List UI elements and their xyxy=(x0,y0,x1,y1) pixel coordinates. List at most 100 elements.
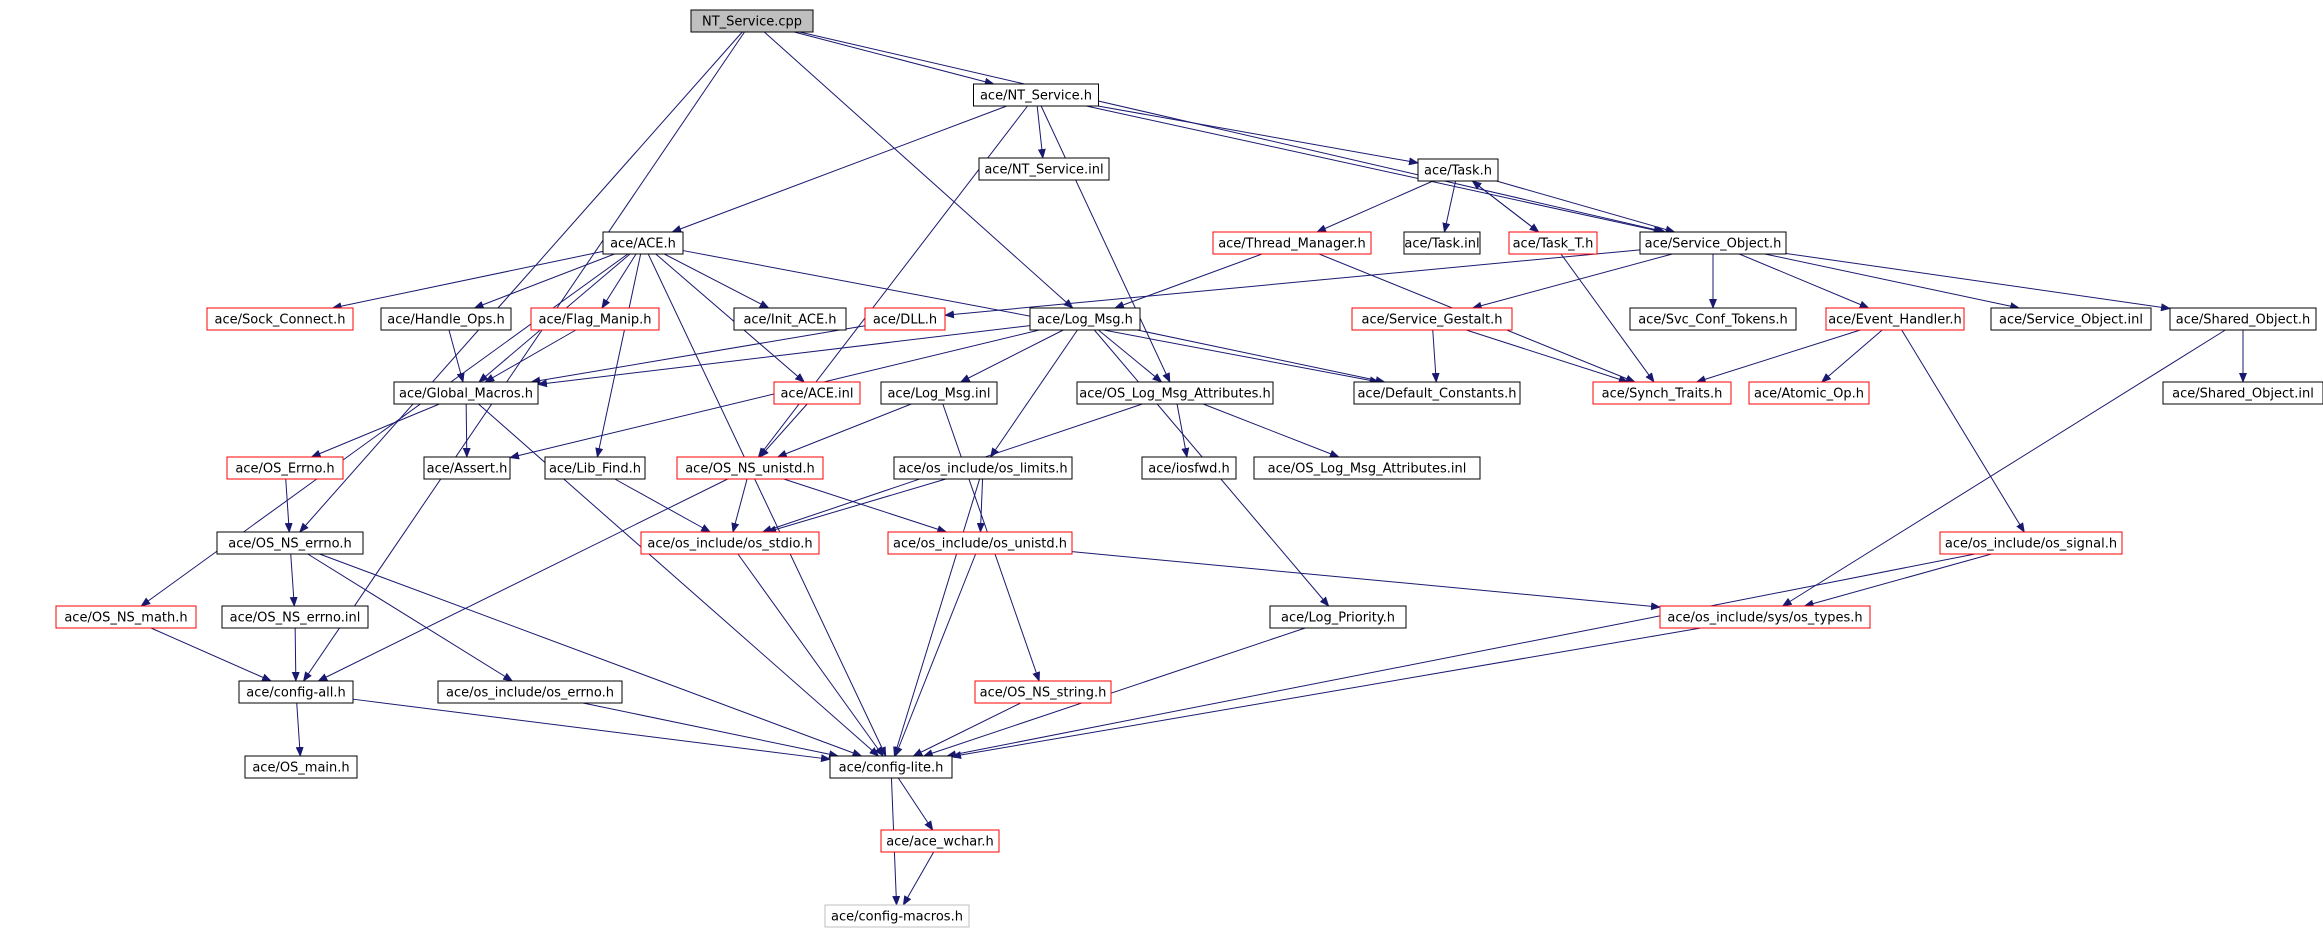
node-os_ns_errno_h[interactable]: ace/OS_NS_errno.h xyxy=(216,531,364,555)
node-synch_traits_h[interactable]: ace/Synch_Traits.h xyxy=(1592,381,1732,405)
node-box xyxy=(893,456,1073,480)
edge-log_msg_inl-to-os_ns_unistd_h xyxy=(776,403,912,458)
node-iosfwd_h[interactable]: ace/iosfwd.h xyxy=(1141,456,1237,480)
edge-os_log_msg_attributes_h-to-os_log_msg_attributes_inl xyxy=(1202,403,1340,458)
node-os_log_msg_attributes_inl[interactable]: ace/OS_Log_Msg_Attributes.inl xyxy=(1253,456,1481,480)
node-box xyxy=(880,829,1000,853)
edge-log_msg_h-to-log_msg_inl xyxy=(959,329,1064,383)
node-os_stdio_h[interactable]: ace/os_include/os_stdio.h xyxy=(640,531,820,555)
edge-service_gestalt_h-to-default_constants_h xyxy=(1431,329,1440,383)
edge-nt_service_h-to-os_log_msg_attributes_h xyxy=(1040,105,1171,383)
node-nt_service_inl[interactable]: ace/NT_Service.inl xyxy=(978,157,1110,181)
node-label: ace/OS_Log_Msg_Attributes.h xyxy=(1079,387,1270,402)
node-label: ace/Shared_Object.inl xyxy=(2172,387,2314,402)
node-log_msg_h[interactable]: ace/Log_Msg.h xyxy=(1029,307,1141,331)
node-box xyxy=(773,381,861,405)
node-svc_conf_tokens_h[interactable]: ace/Svc_Conf_Tokens.h xyxy=(1629,307,1797,331)
node-box xyxy=(690,9,814,33)
node-thread_manager_h[interactable]: ace/Thread_Manager.h xyxy=(1212,231,1372,255)
node-nt_service_h[interactable]: ace/NT_Service.h xyxy=(973,83,1099,107)
node-assert_h[interactable]: ace/Assert.h xyxy=(423,456,511,480)
edge-service_object_h-to-service_gestalt_h xyxy=(1471,253,1673,310)
edge-event_handler_h-to-synch_traits_h xyxy=(1695,329,1861,384)
node-ace_h[interactable]: ace/ACE.h xyxy=(602,231,684,255)
node-log_priority_h[interactable]: ace/Log_Priority.h xyxy=(1269,605,1407,629)
node-sock_connect_h[interactable]: ace/Sock_Connect.h xyxy=(206,307,354,331)
node-nt_service_cpp[interactable]: NT_Service.cpp xyxy=(690,9,814,33)
node-os_types_h[interactable]: ace/os_include/sys/os_types.h xyxy=(1659,605,1871,629)
node-box xyxy=(1990,307,2152,331)
node-service_gestalt_h[interactable]: ace/Service_Gestalt.h xyxy=(1351,307,1513,331)
edge-log_msg_h-to-os_log_msg_attributes_h xyxy=(1098,329,1163,383)
node-global_macros_h[interactable]: ace/Global_Macros.h xyxy=(393,381,539,405)
node-log_msg_inl[interactable]: ace/Log_Msg.inl xyxy=(880,381,998,405)
node-os_main_h[interactable]: ace/OS_main.h xyxy=(244,755,358,779)
node-task_h[interactable]: ace/Task.h xyxy=(1417,158,1499,182)
edge-os_ns_errno_h-to-config_lite_h xyxy=(319,553,863,757)
node-box xyxy=(55,605,197,629)
edge-os_ns_math_h-to-config_all_h xyxy=(150,627,272,682)
node-config_macros_h[interactable]: ace/config-macros.h xyxy=(824,904,970,928)
node-ace_wchar_h[interactable]: ace/ace_wchar.h xyxy=(880,829,1000,853)
node-shared_object_inl[interactable]: ace/Shared_Object.inl xyxy=(2162,381,2323,405)
node-handle_ops_h[interactable]: ace/Handle_Ops.h xyxy=(380,307,512,331)
edge-os_limits_h-to-os_unistd_h xyxy=(976,478,985,533)
node-os_ns_math_h[interactable]: ace/OS_NS_math.h xyxy=(55,605,197,629)
node-task_t_h[interactable]: ace/Task_T.h xyxy=(1508,231,1598,255)
node-box xyxy=(380,307,512,331)
node-label: ace/ace_wchar.h xyxy=(886,835,994,850)
node-label: ace/Default_Constants.h xyxy=(1357,387,1516,402)
node-os_signal_h[interactable]: ace/os_include/os_signal.h xyxy=(1939,531,2123,555)
node-ace_inl[interactable]: ace/ACE.inl xyxy=(773,381,861,405)
node-os_ns_unistd_h[interactable]: ace/OS_NS_unistd.h xyxy=(676,456,824,480)
node-config_lite_h[interactable]: ace/config-lite.h xyxy=(829,755,953,779)
node-label: ace/OS_main.h xyxy=(252,761,349,776)
node-shared_object_h[interactable]: ace/Shared_Object.h xyxy=(2169,307,2317,331)
node-box xyxy=(733,307,847,331)
node-dll_h[interactable]: ace/DLL.h xyxy=(864,307,946,331)
node-box xyxy=(602,231,684,255)
node-box xyxy=(1417,158,1499,182)
node-os_unistd_h[interactable]: ace/os_include/os_unistd.h xyxy=(887,531,1073,555)
node-os_errno_inc_h[interactable]: ace/os_include/os_errno.h xyxy=(437,680,623,704)
node-os_ns_errno_inl[interactable]: ace/OS_NS_errno.inl xyxy=(221,605,369,629)
node-config_all_h[interactable]: ace/config-all.h xyxy=(238,680,354,704)
node-atomic_op_h[interactable]: ace/Atomic_Op.h xyxy=(1748,381,1870,405)
node-os_errno_h[interactable]: ace/OS_Errno.h xyxy=(226,456,344,480)
node-box xyxy=(244,755,358,779)
node-service_object_inl[interactable]: ace/Service_Object.inl xyxy=(1990,307,2152,331)
edge-task_t_h-to-task_h xyxy=(1471,180,1539,233)
node-label: ace/NT_Service.inl xyxy=(984,163,1103,178)
node-label: ace/Service_Object.inl xyxy=(1999,313,2143,328)
node-os_log_msg_attributes_h[interactable]: ace/OS_Log_Msg_Attributes.h xyxy=(1076,381,1274,405)
node-label: ace/os_include/os_errno.h xyxy=(446,686,614,701)
edge-global_macros_h-to-os_errno_h xyxy=(310,403,440,458)
node-label: ace/OS_Log_Msg_Attributes.inl xyxy=(1268,462,1467,477)
node-box xyxy=(216,531,364,555)
node-task_inl[interactable]: ace/Task.inl xyxy=(1403,231,1481,255)
node-flag_manip_h[interactable]: ace/Flag_Manip.h xyxy=(530,307,660,331)
edge-ace_wchar_h-to-config_macros_h xyxy=(902,851,935,906)
node-label: ace/Assert.h xyxy=(427,462,508,477)
node-lib_find_h[interactable]: ace/Lib_Find.h xyxy=(544,456,646,480)
node-box xyxy=(1508,231,1598,255)
edge-nt_service_h-to-ace_h xyxy=(671,105,1007,233)
edge-config_lite_h-to-ace_wchar_h xyxy=(897,777,934,831)
node-init_ace_h[interactable]: ace/Init_ACE.h xyxy=(733,307,847,331)
edge-os_ns_unistd_h-to-os_stdio_h xyxy=(731,478,748,533)
node-layer: NT_Service.cpp ace/NT_Service.h ace/NT_Ser… xyxy=(55,9,2323,928)
node-service_object_h[interactable]: ace/Service_Object.h xyxy=(1639,231,1787,255)
node-default_constants_h[interactable]: ace/Default_Constants.h xyxy=(1353,381,1521,405)
node-box xyxy=(887,531,1073,555)
node-os_limits_h[interactable]: ace/os_include/os_limits.h xyxy=(893,456,1073,480)
node-label: ace/config-lite.h xyxy=(839,761,944,776)
node-label: ace/Task_T.h xyxy=(1513,237,1594,252)
node-box xyxy=(1141,456,1237,480)
edge-dll_h-to-global_macros_h xyxy=(530,325,866,385)
node-event_handler_h[interactable]: ace/Event_Handler.h xyxy=(1825,307,1965,331)
node-os_ns_string_h[interactable]: ace/OS_NS_string.h xyxy=(974,680,1112,704)
node-box xyxy=(1939,531,2123,555)
edge-os_errno_inc_h-to-config_lite_h xyxy=(582,702,840,759)
node-label: ace/ACE.inl xyxy=(780,387,853,402)
